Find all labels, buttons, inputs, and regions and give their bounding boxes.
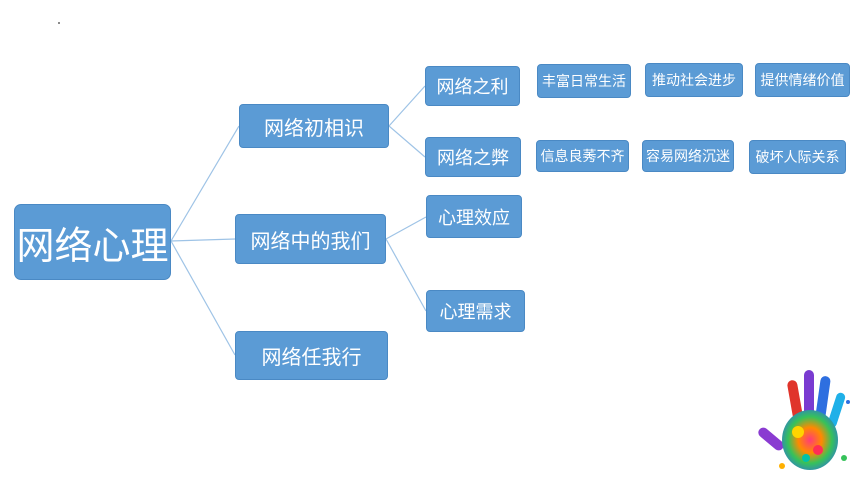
leaf-internet-addiction: 容易网络沉迷 [642,140,734,172]
leaf-damage-relationships: 破坏人际关系 [749,140,846,174]
leaf-enrich-daily-life: 丰富日常生活 [537,64,631,98]
connector-root-branch1 [170,125,240,242]
connector-branch2-needs [385,238,427,312]
branch-node-first-encounter: 网络初相识 [239,104,389,148]
decorative-dot [58,22,60,24]
leaf-promote-social-progress: 推动社会进步 [645,63,743,97]
connector-root-branch3 [170,240,236,356]
painted-hand-icon [758,370,850,470]
root-node: 网络心理 [14,204,171,280]
leaf-provide-emotional-value: 提供情绪价值 [755,63,850,97]
node-network-benefits: 网络之利 [425,66,520,106]
leaf-mixed-quality-info: 信息良莠不齐 [536,140,629,172]
connector-root-branch2 [170,238,236,242]
connector-branch2-effect [385,216,427,240]
branch-node-us-online: 网络中的我们 [235,214,386,264]
connector-branch1-benefits [388,85,426,127]
branch-node-online-freely: 网络任我行 [235,331,388,380]
node-psychological-needs: 心理需求 [426,290,525,332]
node-network-drawbacks: 网络之弊 [425,137,521,177]
connector-branch1-drawbacks [388,125,426,158]
node-psychological-effect: 心理效应 [426,195,522,238]
